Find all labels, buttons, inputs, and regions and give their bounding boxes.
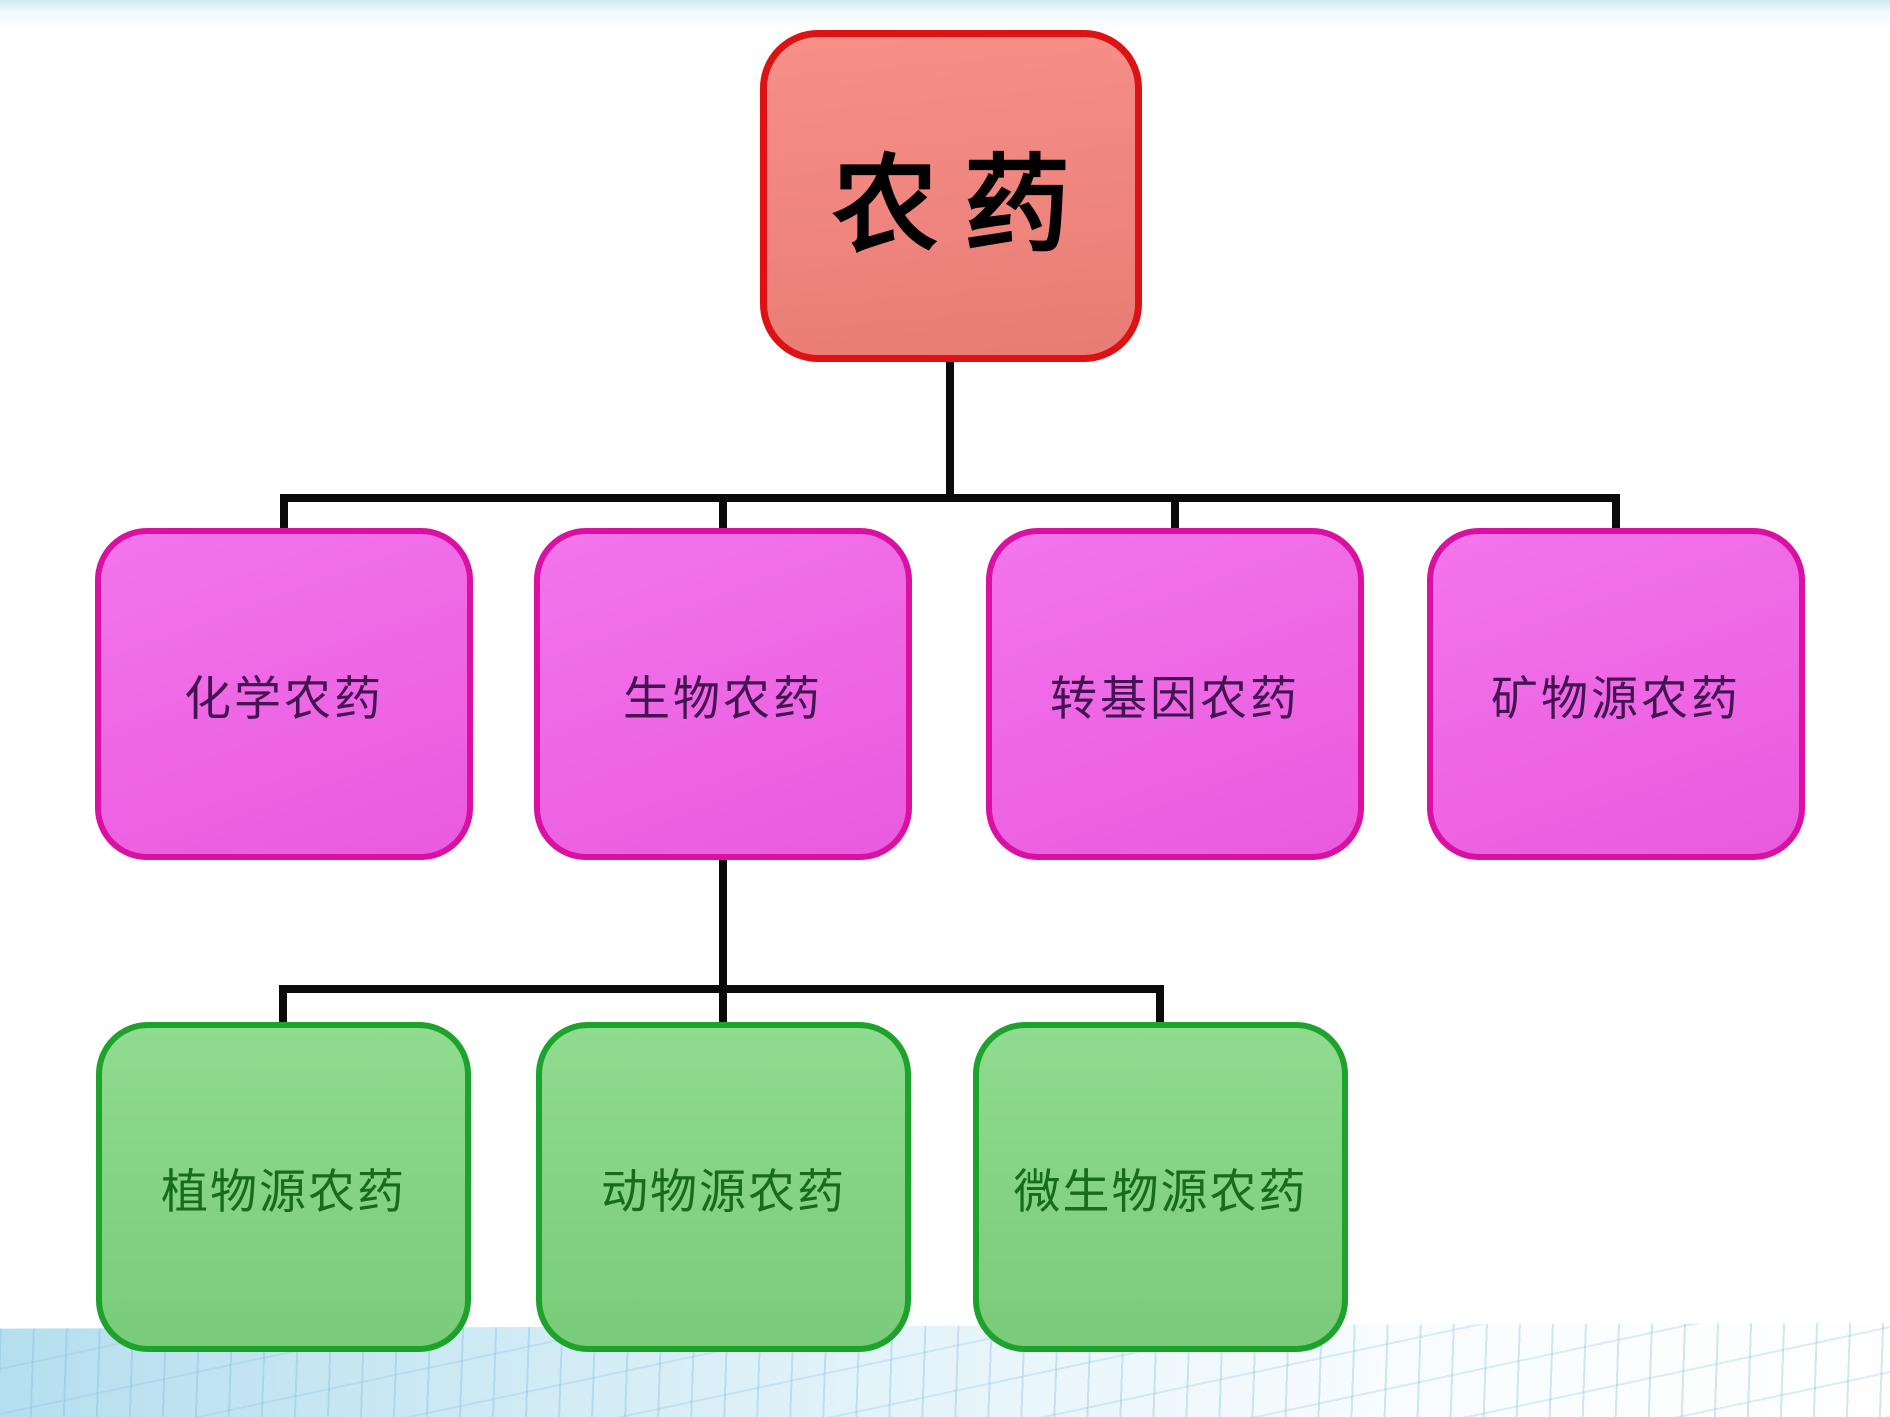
connector-drop-biological xyxy=(719,494,727,540)
node-chemical-pesticide: 化学农药 xyxy=(95,528,473,860)
node-plant-source-pesticide-label: 植物源农药 xyxy=(161,1164,406,1220)
node-animal-source-pesticide-label: 动物源农药 xyxy=(601,1164,846,1220)
node-plant-source-pesticide: 植物源农药 xyxy=(96,1022,471,1352)
node-microbial-source-pesticide-label: 微生物源农药 xyxy=(1013,1164,1308,1220)
connector-level2-bus xyxy=(280,494,1620,502)
connector-drop-mineral-source xyxy=(1612,494,1620,540)
connector-drop-chemical xyxy=(280,494,288,540)
node-root-pesticide-label: 农药 xyxy=(832,142,1096,267)
connector-biological-stem xyxy=(719,858,727,1026)
node-animal-source-pesticide: 动物源农药 xyxy=(536,1022,911,1352)
connector-drop-transgenic xyxy=(1171,494,1179,540)
connector-drop-microbial-source xyxy=(1156,985,1164,1027)
connector-level3-bus xyxy=(279,985,1164,993)
connector-root-stem xyxy=(946,360,954,500)
connector-drop-plant-source xyxy=(279,985,287,1027)
node-mineral-source-pesticide: 矿物源农药 xyxy=(1427,528,1805,860)
node-mineral-source-pesticide-label: 矿物源农药 xyxy=(1491,671,1741,727)
node-transgenic-pesticide-label: 转基因农药 xyxy=(1050,671,1300,727)
node-transgenic-pesticide: 转基因农药 xyxy=(986,528,1364,860)
node-microbial-source-pesticide: 微生物源农药 xyxy=(973,1022,1348,1352)
top-decorative-strip xyxy=(0,0,1890,30)
node-biological-pesticide-label: 生物农药 xyxy=(623,671,823,727)
node-root-pesticide: 农药 xyxy=(760,30,1142,362)
node-chemical-pesticide-label: 化学农药 xyxy=(184,671,384,727)
node-biological-pesticide: 生物农药 xyxy=(534,528,912,860)
